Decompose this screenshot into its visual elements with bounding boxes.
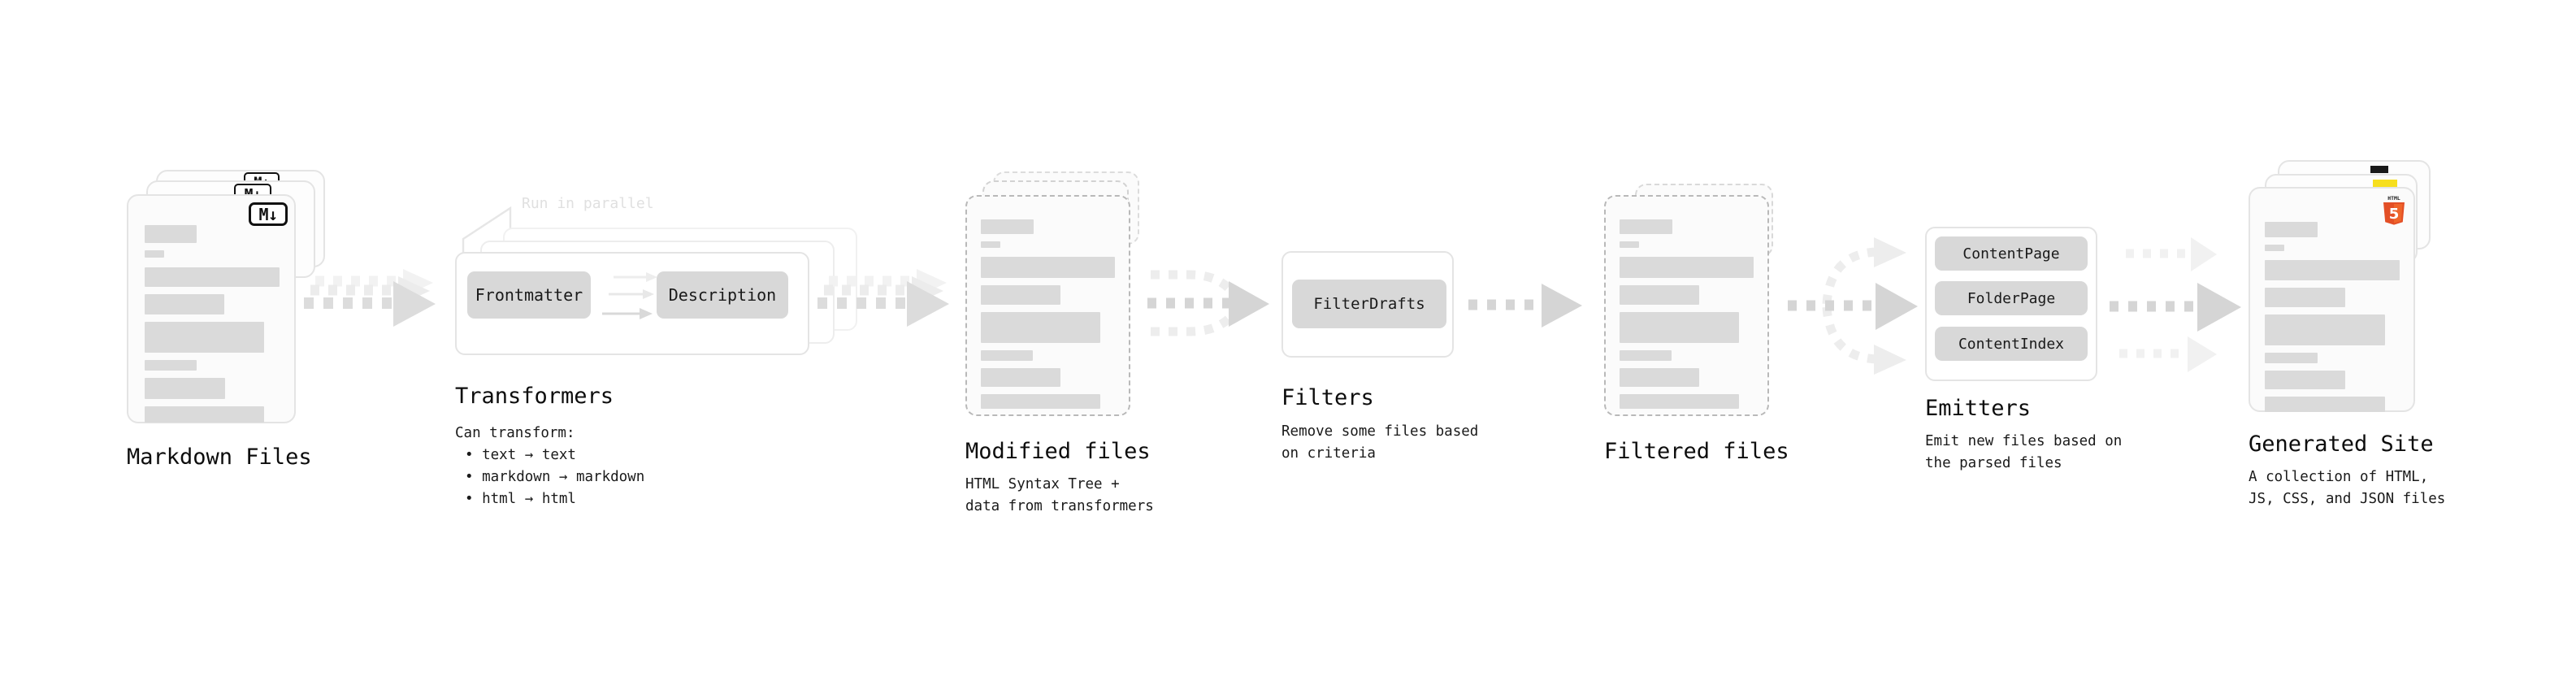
doc-row xyxy=(2265,288,2345,307)
pill-contentpage[interactable]: ContentPage xyxy=(1935,236,2088,271)
doc-row xyxy=(981,368,1060,387)
doc-row xyxy=(145,360,197,371)
doc-row xyxy=(981,394,1100,409)
doc-row xyxy=(2265,397,2385,412)
pill-contentindex[interactable]: ContentIndex xyxy=(1935,327,2088,361)
stage-desc-generated-site: A collection of HTML, JS, CSS, and JSON … xyxy=(2249,469,2446,507)
modified-file-rows xyxy=(981,219,1115,416)
doc-row xyxy=(981,350,1033,361)
transformer-internal-arrows xyxy=(602,272,657,319)
doc-row xyxy=(981,219,1034,234)
connector-md-to-transformers xyxy=(304,269,436,327)
run-in-parallel-bracket xyxy=(462,206,512,262)
doc-row xyxy=(2265,371,2345,389)
pill-filterdrafts[interactable]: FilterDrafts xyxy=(1292,280,1446,328)
stage-title-filters: Filters xyxy=(1281,385,1374,410)
markdown-file-front xyxy=(127,194,296,423)
site-file-rows xyxy=(2265,222,2400,419)
connector-emitters-to-site xyxy=(2110,237,2241,372)
doc-row xyxy=(2265,260,2400,280)
doc-row xyxy=(145,267,280,287)
site-file-front xyxy=(2249,187,2415,412)
doc-row xyxy=(1620,257,1754,278)
doc-row xyxy=(145,225,197,243)
transformer-bullet-2: • html → html xyxy=(465,491,576,507)
stage-title-modified-files: Modified files xyxy=(965,439,1151,464)
doc-row xyxy=(2265,353,2318,363)
doc-row xyxy=(981,241,1000,248)
markdown-badge: M↓ xyxy=(249,202,288,226)
doc-row xyxy=(1620,350,1672,361)
stage-title-markdown-files: Markdown Files xyxy=(127,445,312,470)
doc-row xyxy=(1620,285,1699,305)
filtered-file-rows xyxy=(1620,219,1754,416)
connector-transformers-to-modified xyxy=(817,269,949,327)
filtered-file-front xyxy=(1604,195,1769,416)
markdown-file-rows xyxy=(145,225,280,430)
stage-title-transformers: Transformers xyxy=(455,384,614,409)
svg-text:HTML: HTML xyxy=(2387,195,2400,202)
connector-filters-to-filtered xyxy=(1468,284,1582,327)
doc-row xyxy=(981,285,1060,305)
stage-title-filtered-files: Filtered files xyxy=(1604,439,1789,464)
doc-row xyxy=(1620,394,1739,409)
doc-row xyxy=(1620,241,1639,248)
doc-row xyxy=(1620,368,1699,387)
modified-file-front xyxy=(965,195,1130,416)
stage-title-emitters: Emitters xyxy=(1925,396,2032,421)
doc-row xyxy=(1620,219,1672,234)
pill-frontmatter[interactable]: Frontmatter xyxy=(467,271,591,319)
pill-folderpage[interactable]: FolderPage xyxy=(1935,281,2088,315)
svg-text:5: 5 xyxy=(2389,206,2400,223)
doc-row xyxy=(145,378,225,399)
doc-row xyxy=(145,322,264,353)
connector-filtered-to-emitters xyxy=(1788,237,1918,375)
stage-desc-modified-files: HTML Syntax Tree + data from transformer… xyxy=(965,476,1154,514)
doc-row xyxy=(1620,312,1739,343)
transformer-bullet-0: • text → text xyxy=(465,447,576,463)
stage-desc-emitters: Emit new files based on the parsed files xyxy=(1925,433,2123,471)
doc-row xyxy=(981,312,1100,343)
doc-row xyxy=(145,406,264,423)
doc-row xyxy=(2265,314,2385,345)
transformer-bullet-1: • markdown → markdown xyxy=(465,469,645,485)
html5-badge: HTML 5 xyxy=(2383,195,2405,225)
doc-row xyxy=(2265,245,2284,251)
doc-row xyxy=(145,250,164,258)
stage-desc-transformers: Can transform: xyxy=(455,425,575,441)
pill-description[interactable]: Description xyxy=(657,271,788,319)
stage-desc-filters: Remove some files based on criteria xyxy=(1281,423,1479,462)
doc-row xyxy=(981,257,1115,278)
doc-row xyxy=(2265,222,2318,237)
doc-row xyxy=(145,294,224,314)
connector-modified-to-filters xyxy=(1147,270,1269,336)
run-in-parallel-label: Run in parallel xyxy=(522,195,654,212)
stage-title-generated-site: Generated Site xyxy=(2249,432,2434,457)
